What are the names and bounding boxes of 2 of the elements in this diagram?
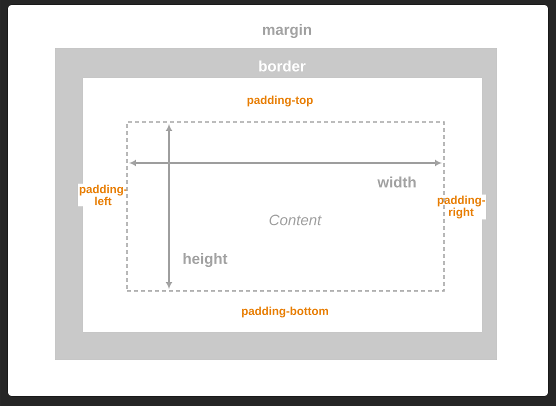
dimension-label: height — [184, 252, 228, 268]
dimension-label: width — [377, 176, 416, 188]
